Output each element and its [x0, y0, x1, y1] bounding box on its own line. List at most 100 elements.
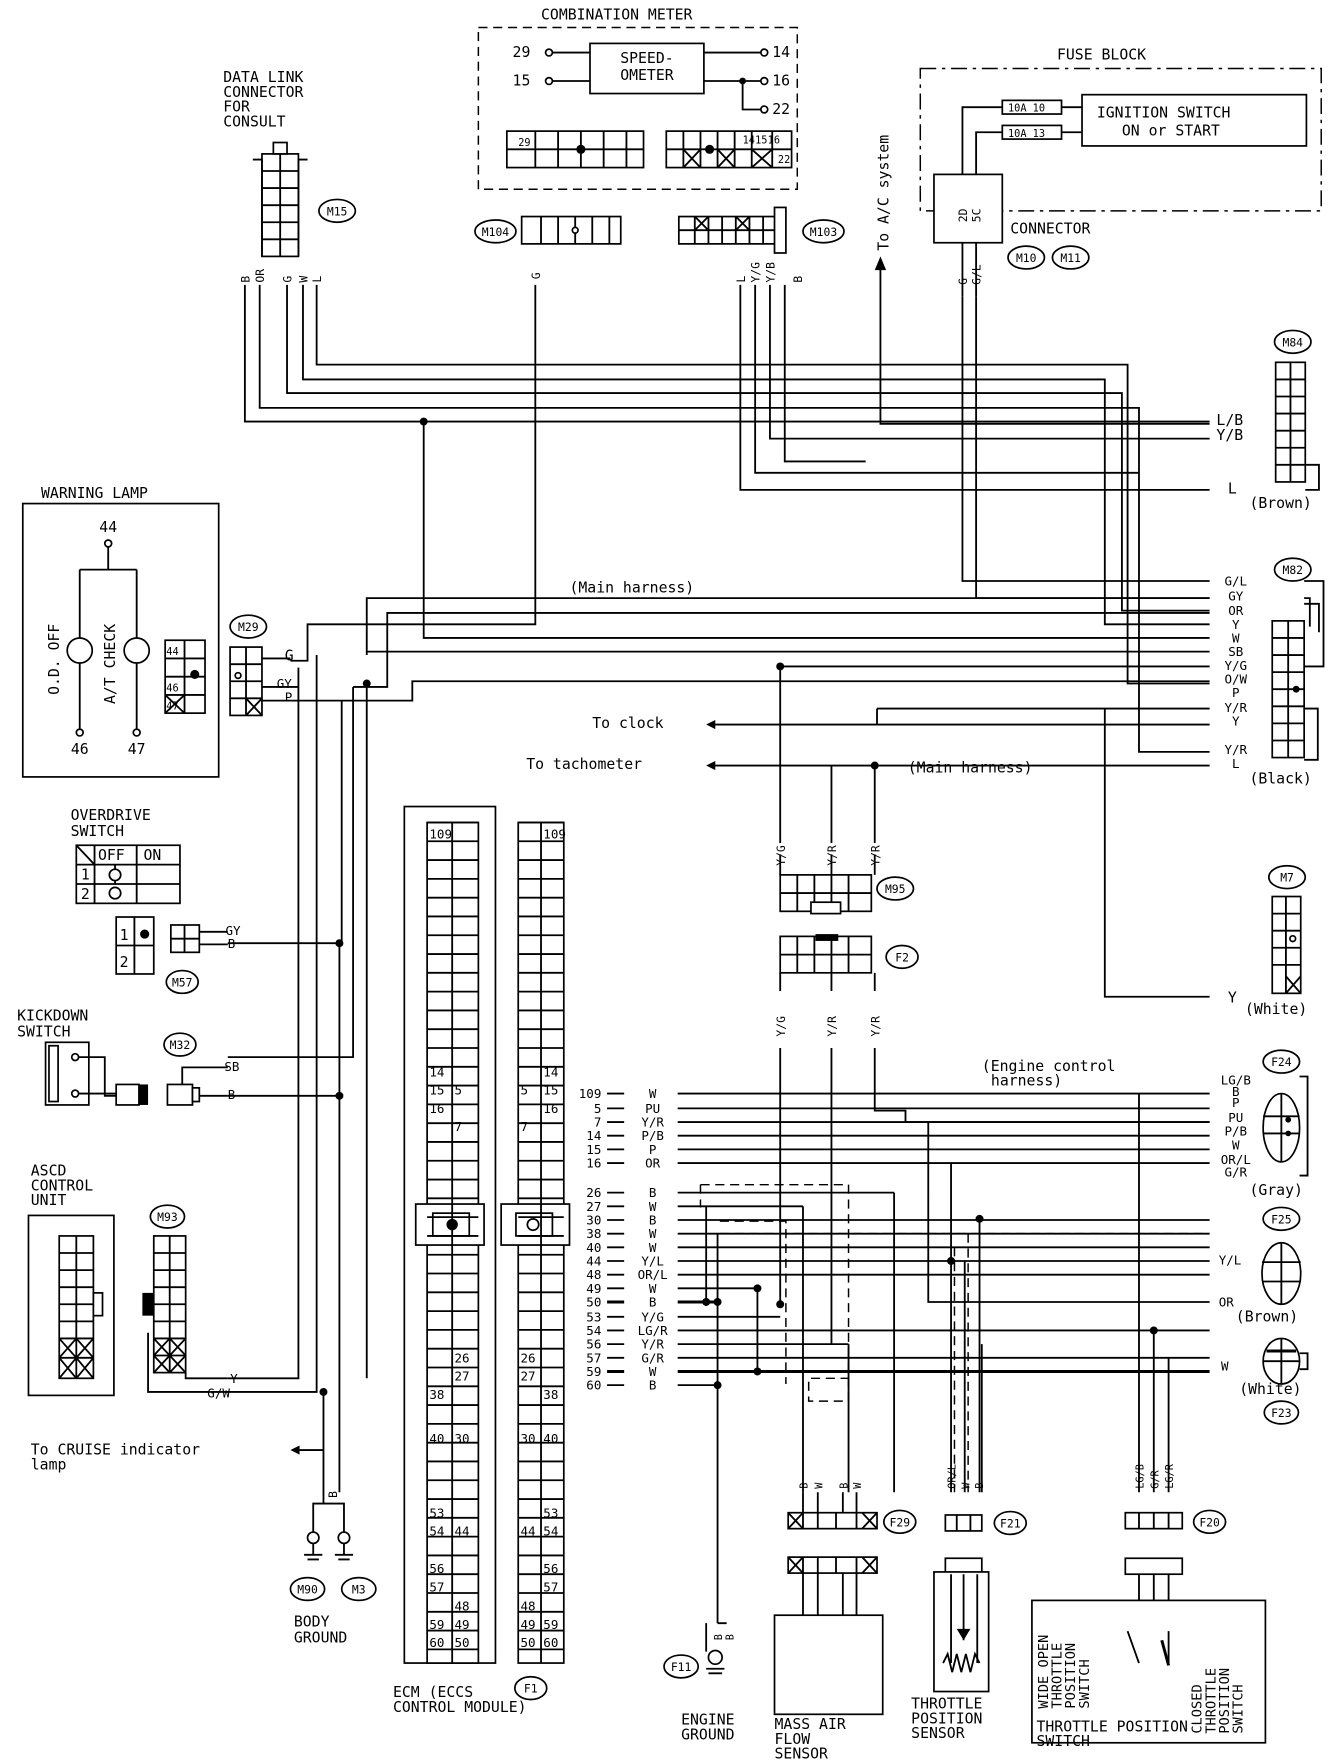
pin-number: 15: [513, 73, 531, 90]
wire-color: Y: [1232, 714, 1240, 729]
harness-label: (Main harness): [569, 579, 694, 596]
connector-id-m104: M104: [482, 225, 510, 239]
wire-color: Y: [1228, 989, 1237, 1006]
ecm-pin-number: 38: [586, 1226, 601, 1241]
wire-color: Y/G: [774, 845, 788, 866]
closed-switch-label: POSITION: [1217, 1668, 1233, 1734]
ecm-connector: [403, 805, 571, 1701]
ecm-cell-pin: 38: [429, 1387, 444, 1402]
ecm-cell-pin: 56: [429, 1561, 444, 1576]
wire-color: W: [852, 1482, 864, 1489]
wire-color: W: [649, 1086, 657, 1101]
f1-cell-pin: 38: [543, 1387, 558, 1402]
connector-id-f11: F11: [671, 1660, 692, 1674]
ecm-label: CONTROL MODULE): [393, 1699, 527, 1716]
kickdown-switch-title: SWITCH: [17, 1024, 70, 1041]
wire-color: B: [974, 1483, 986, 1489]
cell-pin: 16: [768, 135, 780, 147]
wire-color: Y/G: [774, 1016, 788, 1037]
pin-number: 16: [772, 73, 790, 90]
combination-meter: [477, 26, 799, 190]
junction-dot: [975, 1214, 984, 1223]
closed-switch-label: SWITCH: [1231, 1684, 1247, 1733]
body-ground-label: GROUND: [294, 1630, 347, 1647]
connector-id-f24: F24: [1271, 1055, 1292, 1069]
f1-cell-pin: 15: [543, 1083, 558, 1098]
body-ground-label: BODY: [294, 1614, 330, 1631]
wire-color: P: [649, 1142, 657, 1157]
ecm-pin-number: 40: [586, 1240, 601, 1255]
wire-color: B: [238, 276, 252, 283]
ecm-cell-pin: 49: [454, 1617, 469, 1632]
speedometer-label: SPEED-: [620, 50, 673, 67]
ecm-pin-number: 54: [586, 1323, 601, 1338]
wire-color: B: [649, 1295, 657, 1310]
wire-color: B: [228, 936, 236, 951]
f1-cell-pin: 27: [521, 1369, 536, 1384]
wire-color: W: [960, 1482, 972, 1489]
speedometer-label: OMETER: [620, 67, 674, 84]
f1-cell-pin: 30: [521, 1431, 536, 1446]
f1-cell-pin: 48: [521, 1599, 536, 1614]
connector-f24: [1262, 1049, 1309, 1177]
engine-ground: [663, 1385, 727, 1679]
wire-color: G/R: [1224, 1165, 1247, 1180]
connector-f29: [773, 1492, 917, 1716]
fuse-block-title: FUSE BLOCK: [1057, 46, 1146, 63]
wire-color: Y/R: [868, 845, 882, 866]
cell-pin: 15: [755, 135, 767, 147]
junction-dot: [776, 1300, 785, 1309]
connector-id-m10: M10: [1016, 251, 1037, 265]
f1-cell-pin: 56: [543, 1561, 558, 1576]
wire-color: B: [228, 1087, 236, 1102]
wire-color: LG/B: [1135, 1464, 1147, 1489]
cruise-indicator-label: To CRUISE indicator: [31, 1442, 200, 1459]
connector-color: (Brown): [1236, 1308, 1298, 1325]
ecm-cell-pin: 40: [429, 1431, 444, 1446]
ignition-switch-label: ON or START: [1122, 123, 1220, 140]
harness-label: harness): [991, 1073, 1062, 1090]
ascd-title: ASCD: [31, 1163, 67, 1180]
ecm-cell-pin: 7: [454, 1119, 462, 1134]
combination-meter-title: COMBINATION METER: [541, 6, 693, 23]
connector-id-m57: M57: [172, 975, 193, 989]
wire-color: LG/R: [1164, 1463, 1176, 1489]
fuse-block: [919, 67, 1322, 297]
wire-color: Y/R: [641, 1337, 664, 1352]
connector-id-m7: M7: [1280, 871, 1294, 885]
wire-color: G/W: [207, 1386, 230, 1401]
overdrive-switch: [75, 844, 228, 995]
pin-number: 14: [772, 44, 790, 61]
connector-id-m95: M95: [885, 882, 906, 896]
ecm-cell-pin: 54: [429, 1523, 444, 1538]
connector-m7: [1267, 864, 1307, 995]
connector-m84: [1273, 329, 1320, 491]
connector-m29: [229, 614, 342, 717]
ac-system-label: To A/C system: [875, 135, 892, 251]
ecm-label: ECM (ECCS: [393, 1684, 473, 1701]
wire-color: W: [649, 1281, 657, 1296]
connector-id-f1: F1: [524, 1682, 538, 1696]
connector-color: (White): [1245, 1001, 1307, 1018]
ecm-cell-pin: 44: [454, 1523, 469, 1538]
connector-color: (White): [1239, 1381, 1301, 1398]
fuse-label: 10A 13: [1008, 128, 1045, 140]
cell-pin: 44: [166, 646, 178, 658]
data-link-title: CONNECTOR: [223, 84, 303, 101]
connector-id-f20: F20: [1199, 1515, 1220, 1529]
connector-id-m103: M103: [810, 225, 837, 239]
f1-cell-pin: 16: [543, 1101, 558, 1116]
connector-id-m11: M11: [1060, 251, 1081, 265]
connector-id-f2: F2: [895, 950, 909, 964]
wire-color: L: [1228, 480, 1237, 497]
wire-color: Y/R: [1224, 700, 1247, 715]
f1-cell-pin: 60: [543, 1635, 558, 1650]
pin-number: 44: [99, 519, 117, 536]
ecm-pin-number: 59: [586, 1364, 601, 1379]
harness-label: (Engine control: [982, 1058, 1116, 1075]
wire-color: LG/R: [638, 1323, 669, 1338]
wire-color: W: [297, 276, 311, 283]
wire-color: P: [1232, 685, 1240, 700]
wire-color: G/L: [970, 264, 984, 285]
